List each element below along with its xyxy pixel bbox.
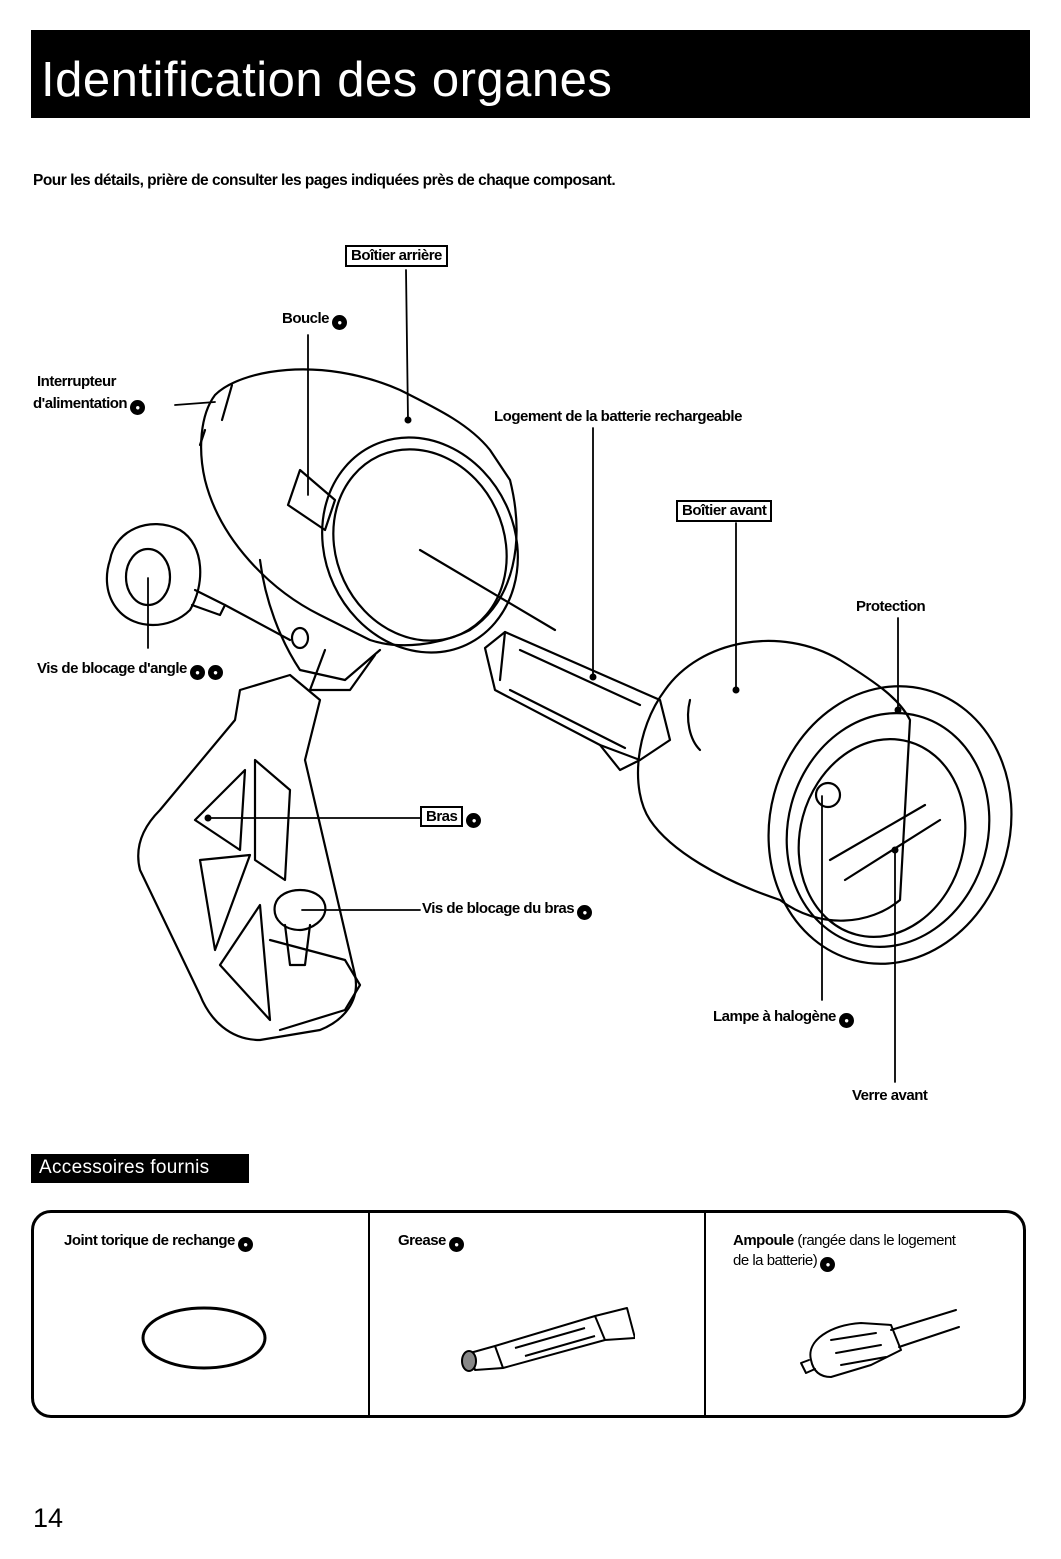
intro-text: Pour les détails, prière de consulter le… bbox=[33, 172, 616, 189]
o-ring-icon bbox=[141, 1306, 267, 1370]
accessory-item: Grease● bbox=[368, 1213, 704, 1415]
label-boitier-arriere: Boîtier arrière bbox=[345, 245, 448, 267]
page-badge-icon: ● bbox=[332, 315, 348, 330]
label-interrupteur-text: d'alimentation bbox=[33, 395, 128, 412]
front-housing-shape bbox=[636, 639, 912, 922]
accessory-note: (rangée dans le logement bbox=[797, 1232, 956, 1249]
label-logement: Logement de la batterie rechargeable bbox=[494, 408, 742, 425]
label-lampe: Lampe à halogène● bbox=[713, 1008, 854, 1028]
device-illustration bbox=[105, 269, 1013, 1083]
angle-knob-shape bbox=[105, 523, 202, 627]
grease-tube-icon bbox=[461, 1307, 635, 1372]
label-interrupteur: d'alimentation● bbox=[33, 395, 146, 415]
label-vis-angle: Vis de blocage d'angle●● bbox=[37, 660, 223, 680]
arm-shape bbox=[137, 673, 358, 1042]
rear-housing-opening bbox=[321, 436, 519, 654]
label-vis-angle-text: Vis de blocage d'angle bbox=[37, 660, 187, 677]
battery-shape bbox=[483, 630, 672, 762]
accessories-heading-bar: Accessoires fournis bbox=[31, 1154, 249, 1183]
accessory-title: Ampoule (rangée dans le logement de la b… bbox=[733, 1231, 956, 1272]
label-interrupteur-1: Interrupteur bbox=[37, 373, 117, 390]
page-title: Identification des organes bbox=[41, 53, 613, 107]
page-number: 14 bbox=[33, 1503, 64, 1533]
page-badge-icon: ● bbox=[207, 665, 223, 680]
page-badge-icon: ● bbox=[466, 813, 482, 828]
front-ring bbox=[767, 685, 1013, 965]
label-boucle-text: Boucle bbox=[282, 310, 330, 327]
page-badge-icon: ● bbox=[820, 1257, 836, 1272]
page-badge-icon: ● bbox=[577, 905, 593, 920]
label-boitier-avant: Boîtier avant bbox=[676, 500, 773, 522]
accessory-title-text: Ampoule bbox=[733, 1232, 794, 1249]
accessories-box: Joint torique de rechange● Grease● Ampou… bbox=[31, 1210, 1026, 1418]
label-protection: Protection bbox=[856, 598, 926, 615]
page-badge-icon: ● bbox=[237, 1237, 253, 1252]
label-boucle: Boucle● bbox=[282, 310, 348, 330]
accessory-title: Grease● bbox=[398, 1231, 464, 1252]
label-vis-bras-text: Vis de blocage du bras bbox=[422, 900, 575, 917]
accessories-heading: Accessoires fournis bbox=[39, 1157, 210, 1178]
halogen-bulb-icon bbox=[800, 1309, 960, 1378]
page-badge-icon: ● bbox=[448, 1237, 464, 1252]
accessory-title: Joint torique de rechange● bbox=[64, 1231, 253, 1252]
accessory-item: Joint torique de rechange● bbox=[34, 1213, 368, 1415]
label-vis-bras: Vis de blocage du bras● bbox=[422, 900, 593, 920]
accessory-title-text: Grease bbox=[398, 1232, 446, 1249]
label-bras-text: Bras bbox=[420, 806, 464, 827]
accessory-note: de la batterie) bbox=[733, 1252, 818, 1269]
page-badge-icon: ● bbox=[189, 665, 205, 680]
buckle-shape bbox=[286, 468, 337, 532]
page-badge-icon: ● bbox=[130, 400, 146, 415]
front-glass bbox=[797, 738, 967, 938]
label-lampe-text: Lampe à halogène bbox=[713, 1008, 836, 1025]
label-bras: Bras● bbox=[420, 806, 482, 828]
parts-diagram: Boîtier arrière Boucle● Interrupteur d'a… bbox=[0, 230, 1061, 1120]
arm-knob-shape bbox=[273, 888, 327, 932]
label-verre: Verre avant bbox=[852, 1087, 928, 1104]
accessory-title-text: Joint torique de rechange bbox=[64, 1232, 235, 1249]
accessory-item: Ampoule (rangée dans le logement de la b… bbox=[704, 1213, 1029, 1415]
title-bar: Identification des organes bbox=[31, 30, 1030, 118]
page-badge-icon: ● bbox=[838, 1013, 854, 1028]
